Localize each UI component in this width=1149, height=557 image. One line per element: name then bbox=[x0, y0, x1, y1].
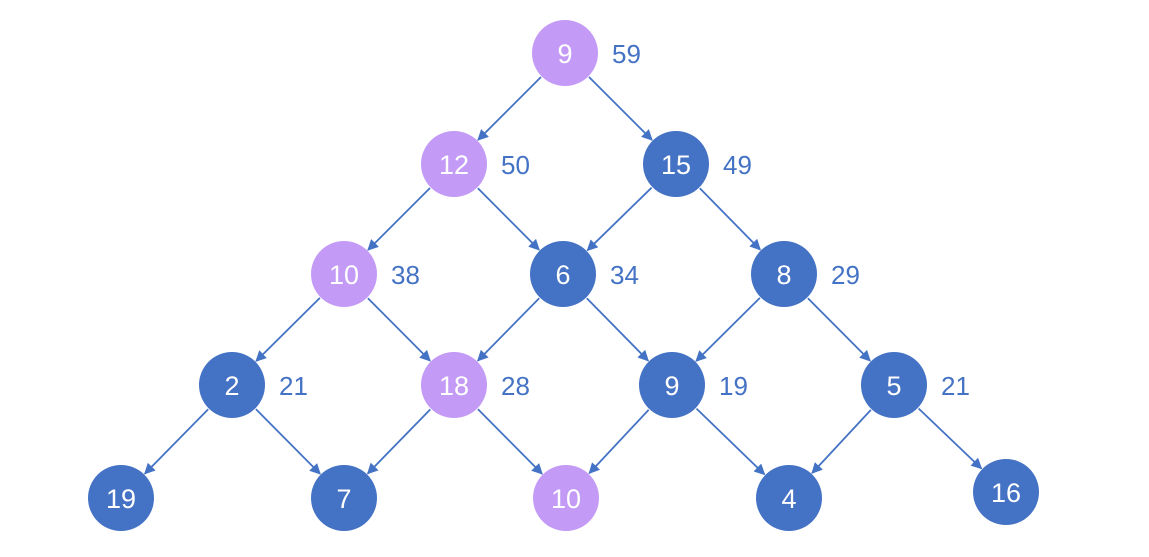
edge-arrow bbox=[695, 407, 766, 476]
edge-arrow bbox=[477, 187, 540, 251]
node-circle bbox=[88, 465, 154, 531]
node-value: 5 bbox=[886, 371, 901, 401]
node-value: 7 bbox=[336, 484, 351, 514]
node-path-sum: 28 bbox=[501, 371, 530, 401]
tree-node: 2 bbox=[199, 352, 265, 418]
node-path-sum: 29 bbox=[831, 260, 860, 290]
edge-arrow bbox=[586, 187, 653, 252]
node-circle bbox=[311, 465, 377, 531]
node-value: 4 bbox=[781, 484, 796, 514]
node-circle bbox=[756, 465, 822, 531]
edge-arrow bbox=[588, 76, 653, 141]
node-circle bbox=[530, 241, 596, 307]
node-path-sum: 21 bbox=[279, 371, 308, 401]
node-circle bbox=[861, 352, 927, 418]
tree-node: 8 bbox=[751, 241, 817, 307]
tree-node: 4 bbox=[756, 465, 822, 531]
path-node-circle bbox=[311, 241, 377, 307]
node-circle bbox=[639, 352, 705, 418]
edge-arrow bbox=[477, 76, 542, 141]
tree-node: 5 bbox=[861, 352, 927, 418]
node-value: 19 bbox=[106, 484, 136, 514]
edge-arrow bbox=[477, 408, 543, 475]
node-value: 9 bbox=[557, 39, 572, 69]
edge-arrow bbox=[255, 408, 321, 475]
tree-node: 10 bbox=[311, 241, 377, 307]
node-circle bbox=[199, 352, 265, 418]
node-path-sum: 38 bbox=[391, 260, 420, 290]
node-path-sum: 50 bbox=[501, 150, 530, 180]
path-node-circle bbox=[421, 131, 487, 197]
tree-node: 15 bbox=[643, 131, 709, 197]
edge-arrow bbox=[367, 297, 431, 362]
tree-node: 10 bbox=[533, 465, 599, 531]
node-value: 10 bbox=[551, 484, 581, 514]
edge-arrow bbox=[367, 187, 431, 251]
edge-arrow bbox=[144, 408, 209, 475]
tree-node: 16 bbox=[973, 459, 1039, 525]
edge-arrow bbox=[477, 297, 540, 362]
edge-arrow bbox=[695, 297, 761, 362]
node-circle bbox=[751, 241, 817, 307]
node-value: 16 bbox=[991, 478, 1021, 508]
edges bbox=[144, 76, 983, 476]
edge-arrow bbox=[588, 409, 650, 475]
node-path-sum: 19 bbox=[719, 371, 748, 401]
node-circle bbox=[643, 131, 709, 197]
tree-node: 19 bbox=[88, 465, 154, 531]
node-value: 12 bbox=[439, 150, 469, 180]
node-value: 10 bbox=[329, 260, 359, 290]
edge-arrow bbox=[699, 187, 761, 251]
edge-arrow bbox=[811, 409, 872, 474]
edge-arrow bbox=[917, 407, 983, 470]
tree-node: 9 bbox=[639, 352, 705, 418]
edge-arrow bbox=[807, 297, 871, 362]
edge-arrow bbox=[255, 297, 321, 362]
node-circle bbox=[973, 459, 1039, 525]
edge-arrow bbox=[366, 408, 431, 475]
tree-node: 12 bbox=[421, 131, 487, 197]
node-value: 15 bbox=[661, 150, 691, 180]
tree-node: 6 bbox=[530, 241, 596, 307]
node-path-sum: 59 bbox=[612, 39, 641, 69]
tree-node: 7 bbox=[311, 465, 377, 531]
node-path-sum: 49 bbox=[723, 150, 752, 180]
node-path-sum: 34 bbox=[610, 260, 639, 290]
path-node-circle bbox=[532, 20, 598, 86]
path-node-circle bbox=[533, 465, 599, 531]
edge-arrow bbox=[586, 297, 649, 362]
node-value: 9 bbox=[664, 371, 679, 401]
nodes: 9 12 15 10 6 8 2 18 9 5 19 7 10 4 16 bbox=[88, 20, 1039, 531]
tree-node: 18 bbox=[421, 352, 487, 418]
node-value: 8 bbox=[776, 260, 791, 290]
node-value: 6 bbox=[555, 260, 570, 290]
tree-node: 9 bbox=[532, 20, 598, 86]
node-value: 2 bbox=[224, 371, 239, 401]
node-path-sum: 21 bbox=[941, 371, 970, 401]
path-node-circle bbox=[421, 352, 487, 418]
node-value: 18 bbox=[439, 371, 469, 401]
